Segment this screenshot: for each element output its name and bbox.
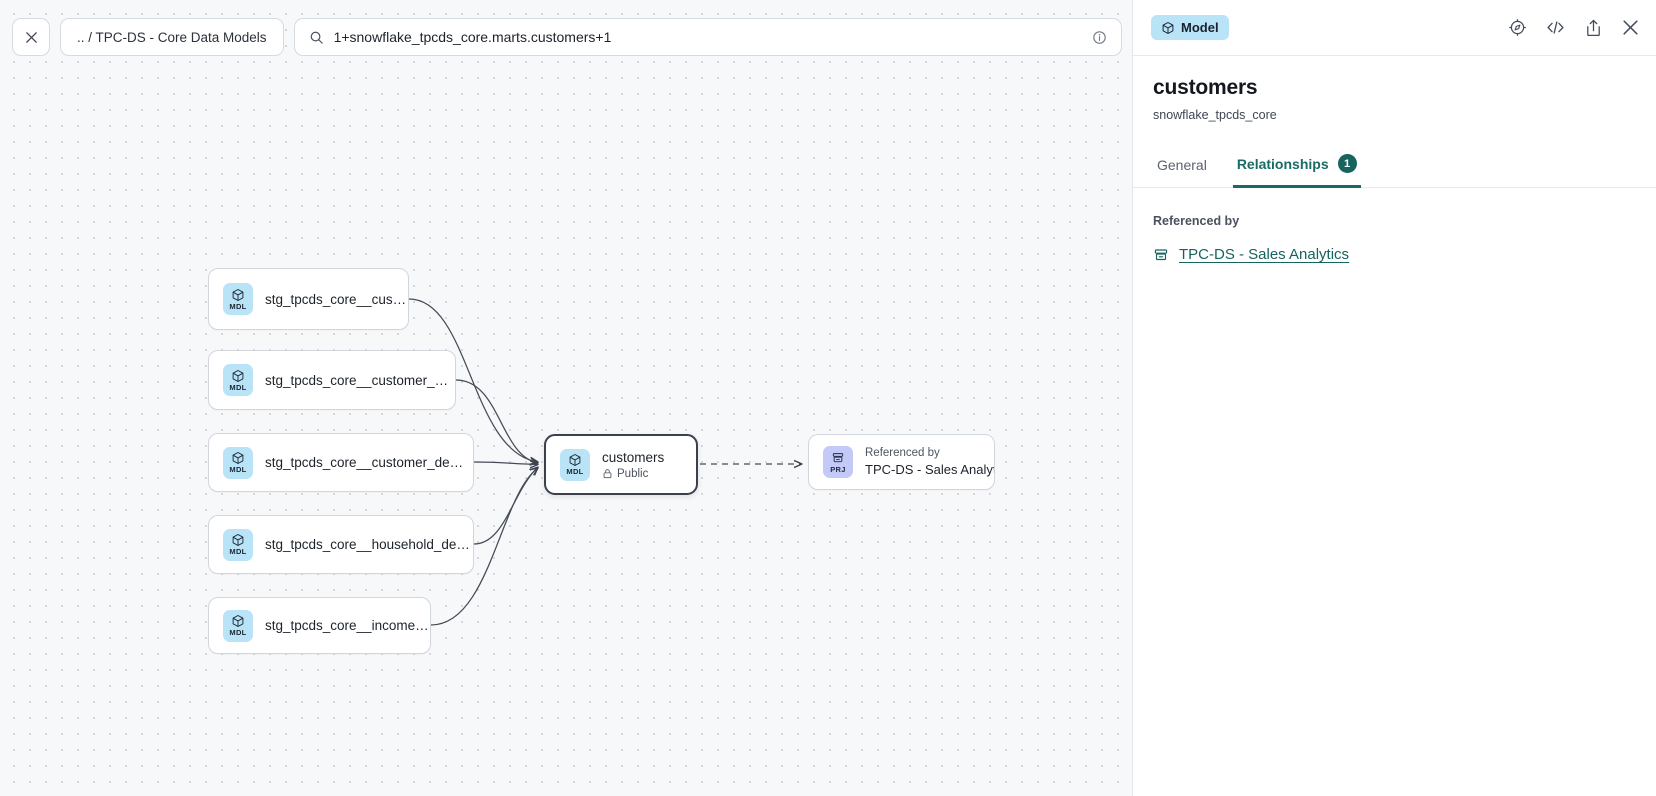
search-icon (310, 31, 323, 44)
tab-relationships[interactable]: Relationships 1 (1232, 148, 1361, 188)
edge-customer-demographics-to-customers (473, 462, 538, 465)
panel-actions (1508, 18, 1640, 38)
info-circle-icon[interactable] (1092, 30, 1107, 45)
node-body: stg_tpcds_core__household_demogr… (265, 537, 473, 552)
cube-icon (232, 615, 244, 627)
share-icon[interactable] (1584, 18, 1603, 38)
breadcrumb[interactable]: .. / TPC-DS - Core Data Models (60, 18, 284, 56)
cube-icon (569, 454, 581, 466)
graph-node-stg-customer-address[interactable]: MDL stg_tpcds_core__customer_address (208, 350, 456, 410)
node-body: Referenced by TPC-DS - Sales Analytics (865, 446, 994, 478)
referenced-by-label: Referenced by (1153, 214, 1240, 228)
explore-icon[interactable] (1508, 18, 1527, 37)
graph-node-stg-income-band[interactable]: MDL stg_tpcds_core__income_band (208, 597, 431, 654)
graph-canvas[interactable]: .. / TPC-DS - Core Data Models 1+snowfla… (0, 0, 1132, 796)
graph-node-stg-household-demographics[interactable]: MDL stg_tpcds_core__household_demogr… (208, 515, 474, 574)
cube-icon (232, 288, 244, 301)
node-label: customers (602, 449, 665, 465)
badge-label: MDL (229, 301, 247, 311)
panel-tabs: General Relationships 1 (1133, 148, 1656, 188)
node-access-label: Public (617, 467, 649, 480)
prj-badge: PRJ (823, 446, 853, 478)
node-kicker: Referenced by (865, 447, 940, 459)
node-label: TPC-DS - Sales Analytics (865, 462, 994, 477)
badge-label: MDL (229, 547, 247, 556)
badge-label: MDL (229, 465, 247, 474)
mdl-badge: MDL (223, 528, 253, 561)
node-label: stg_tpcds_core__household_demogr… (265, 537, 473, 552)
graph-edges (408, 298, 1132, 626)
node-body: stg_tpcds_core__customer (265, 292, 408, 307)
node-label: stg_tpcds_core__customer (265, 291, 408, 307)
mdl-badge: MDL (223, 283, 253, 315)
graph-node-customers-selected[interactable]: MDL customers Public (544, 434, 698, 495)
list-item[interactable]: TPC-DS - Sales Analytics (1153, 246, 1636, 263)
node-label: stg_tpcds_core__customer_demogra… (265, 455, 473, 470)
panel-title-block: customers snowflake_tpcds_core (1133, 56, 1656, 122)
node-access: Public (602, 468, 664, 480)
graph-node-stg-customer[interactable]: MDL stg_tpcds_core__customer (208, 268, 409, 330)
entity-source: snowflake_tpcds_core (1153, 108, 1277, 122)
badge-label: PRJ (830, 464, 846, 474)
project-icon (832, 452, 844, 462)
referenced-by-link[interactable]: TPC-DS - Sales Analytics (1179, 246, 1350, 263)
panel-header: Model (1133, 0, 1656, 56)
tab-count-badge: 1 (1337, 154, 1357, 173)
mdl-badge: MDL (223, 609, 253, 642)
entity-type-label: Model (1181, 20, 1219, 35)
cube-icon (232, 534, 244, 546)
node-body: stg_tpcds_core__customer_demogra… (265, 455, 473, 470)
relationships-content: Referenced by TPC-DS - Sales Analytics (1133, 188, 1656, 263)
page-title: customers (1153, 76, 1258, 99)
node-body: customers Public (602, 450, 664, 480)
search-input[interactable]: 1+snowflake_tpcds_core.marts.customers+1 (293, 18, 1122, 56)
entity-type-chip: Model (1151, 15, 1229, 40)
graph-node-project-referenced-by[interactable]: PRJ Referenced by TPC-DS - Sales Analyti… (808, 434, 995, 490)
search-query-value: 1+snowflake_tpcds_core.marts.customers+1 (333, 29, 612, 45)
cube-icon (232, 452, 244, 464)
tab-general[interactable]: General (1153, 151, 1211, 188)
mdl-badge: MDL (223, 364, 253, 396)
graph-node-stg-customer-demographics[interactable]: MDL stg_tpcds_core__customer_demogra… (208, 433, 474, 492)
details-panel: Model (1132, 0, 1656, 796)
close-icon (25, 31, 37, 43)
close-graph-button[interactable] (12, 18, 50, 56)
badge-label: MDL (229, 628, 247, 637)
mdl-badge: MDL (560, 448, 590, 481)
project-icon (1154, 248, 1168, 260)
cube-icon (232, 369, 244, 382)
node-label: stg_tpcds_core__customer_address (265, 372, 455, 388)
code-icon[interactable] (1545, 18, 1566, 37)
cube-icon (1162, 21, 1174, 34)
tab-label: Relationships (1236, 155, 1329, 172)
edge-household-demographics-to-customers (473, 467, 538, 545)
badge-label: MDL (229, 382, 247, 392)
close-icon[interactable] (1621, 18, 1640, 37)
lock-icon (603, 469, 612, 479)
node-label: stg_tpcds_core__income_band (265, 618, 430, 633)
node-body: stg_tpcds_core__customer_address (265, 373, 455, 388)
tab-label: General (1157, 157, 1207, 173)
mdl-badge: MDL (223, 446, 253, 479)
node-body: stg_tpcds_core__income_band (265, 618, 430, 633)
badge-label: MDL (566, 467, 584, 476)
graph-toolbar: .. / TPC-DS - Core Data Models 1+snowfla… (12, 18, 1132, 56)
